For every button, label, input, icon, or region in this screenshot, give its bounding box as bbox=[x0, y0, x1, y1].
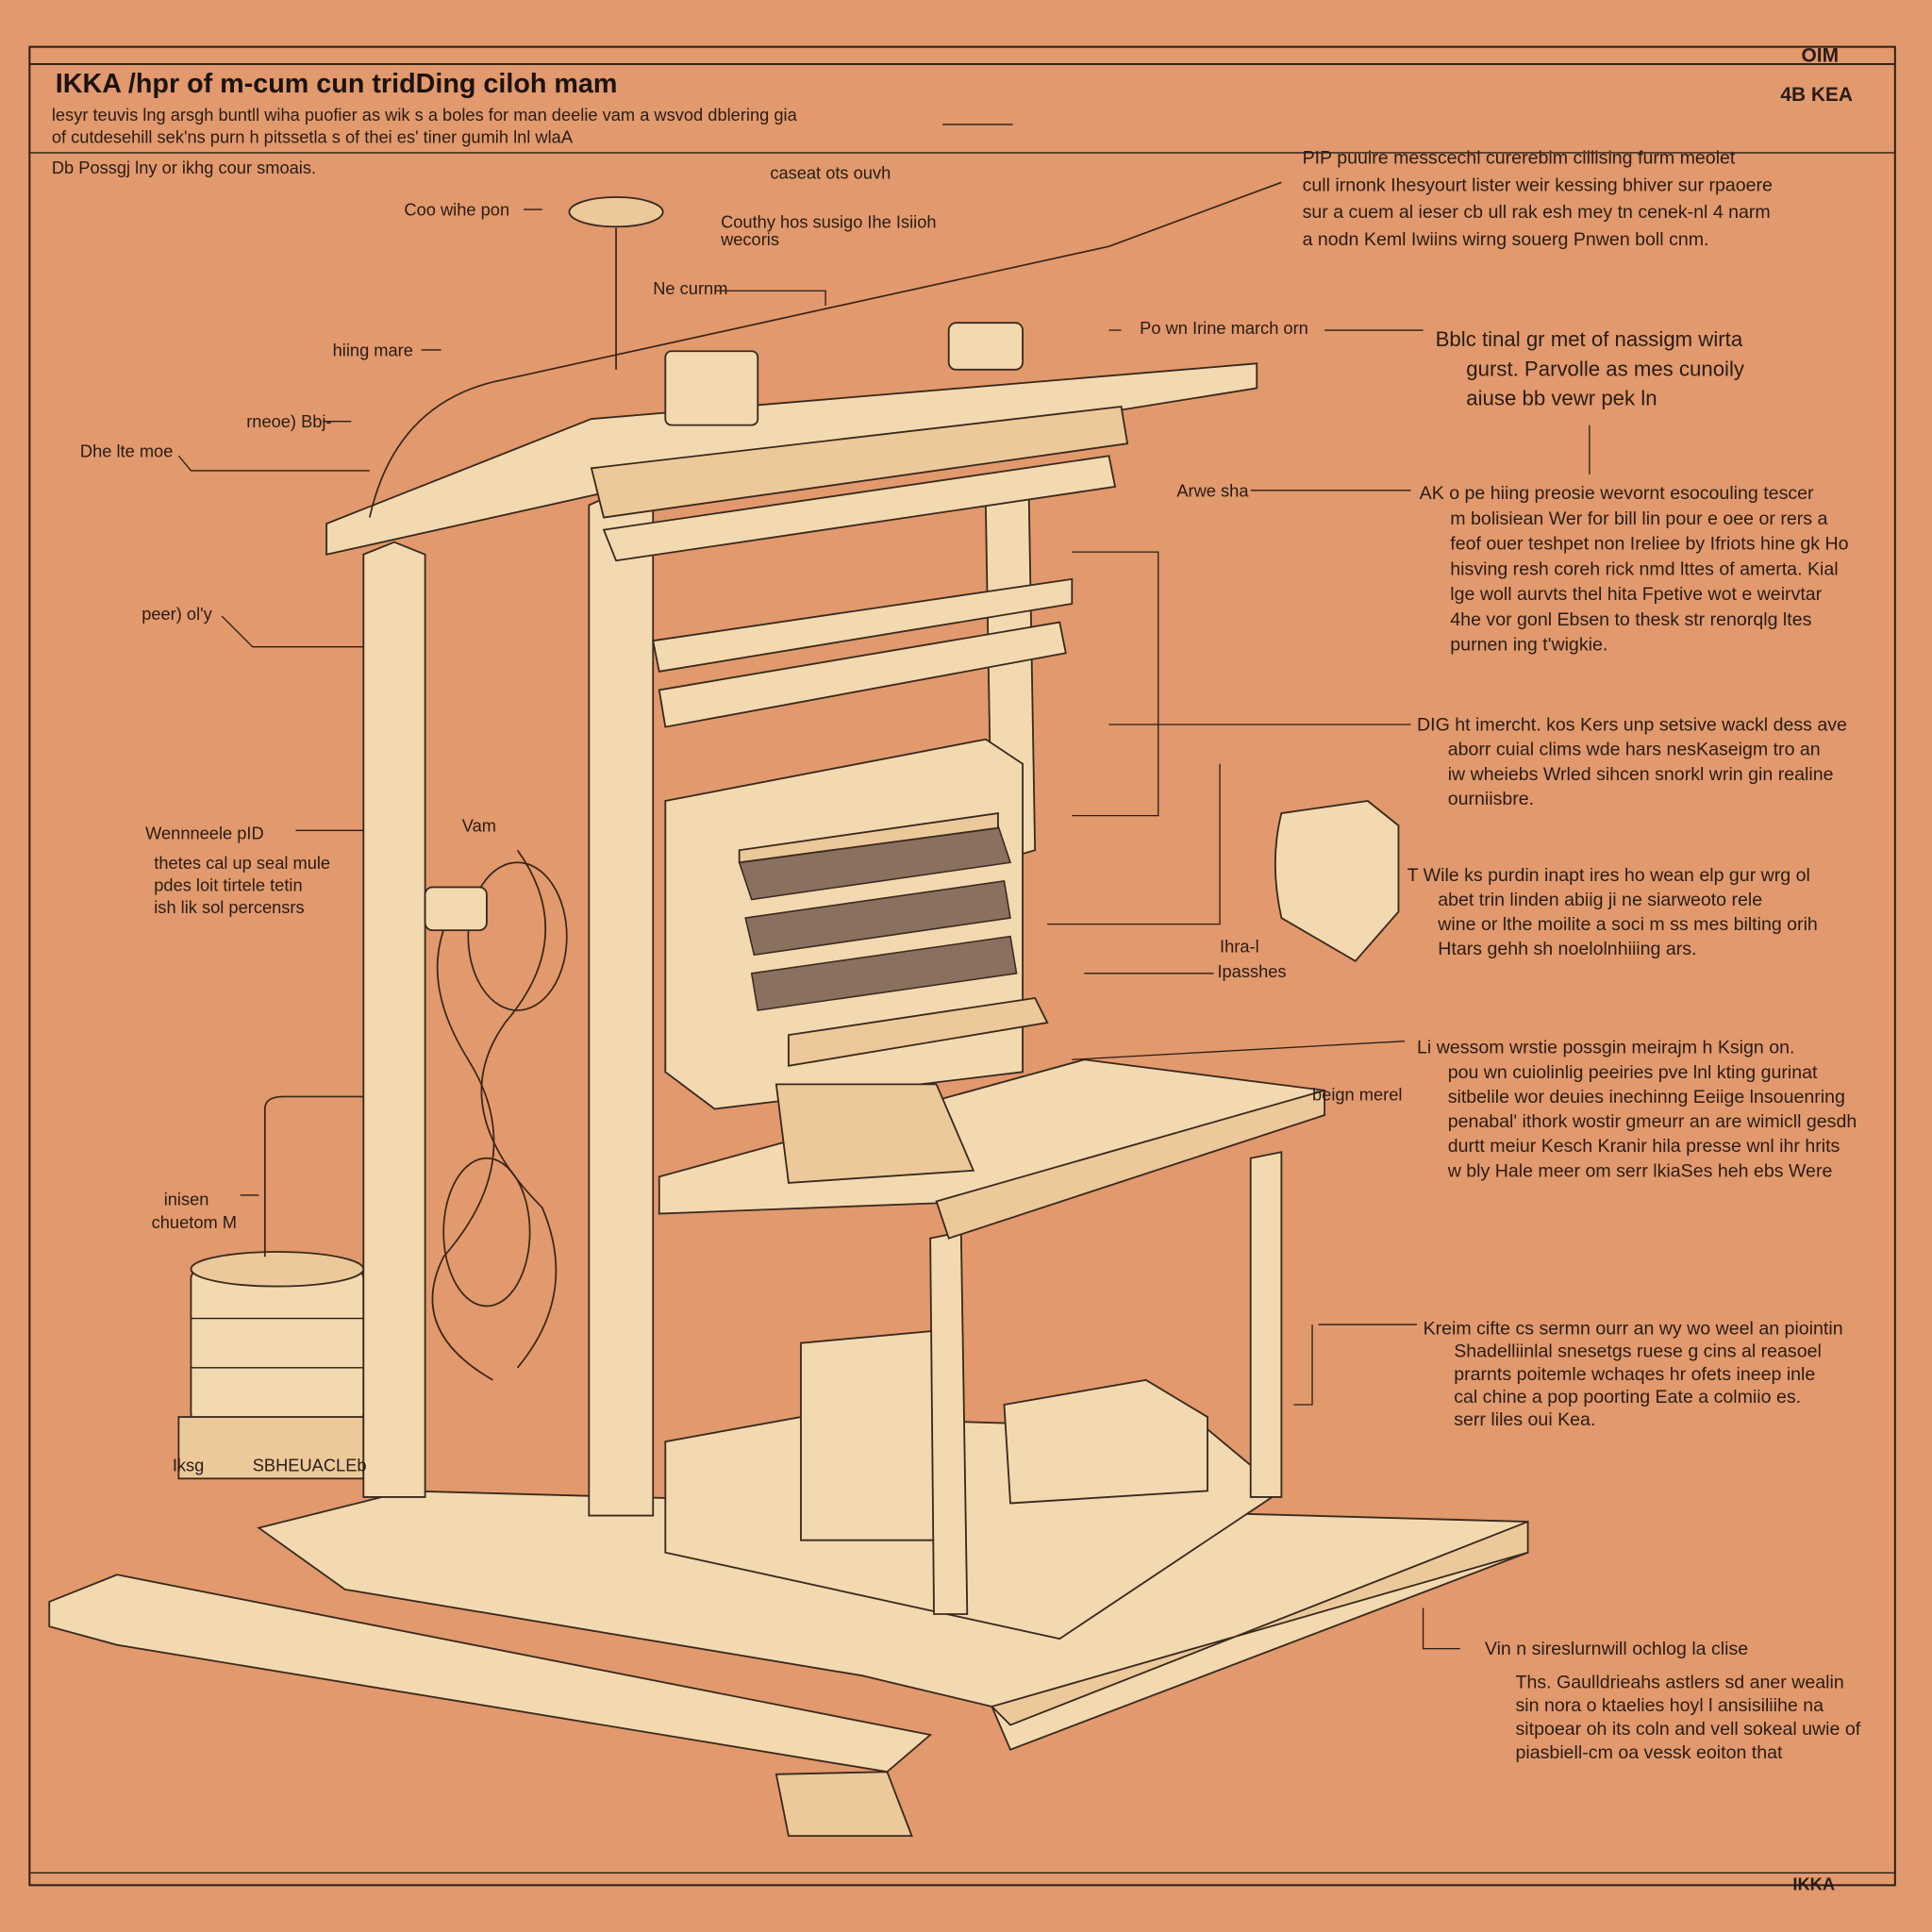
note-line: prarnts poitemle wchaqes hr ofets ineep … bbox=[1454, 1364, 1815, 1385]
callout-tank-label-b: SBHEUACLEb bbox=[253, 1456, 367, 1475]
note-line: pou wn cuiolinlig peeiries pve lnl kting… bbox=[1448, 1062, 1818, 1083]
note-line: aborr cuial clims wde hars nesKaseigm tr… bbox=[1448, 740, 1821, 760]
note-line: penabal' ithork wostir gmeurr an are wim… bbox=[1448, 1111, 1857, 1132]
note-1: PIP puuire messcechl curerebim ciilising… bbox=[1303, 148, 1773, 250]
subheading: Db Possgj lny or ikhg cour smoais. bbox=[52, 158, 316, 177]
note-line: m bolisiean Wer for bill lin pour e oee … bbox=[1450, 508, 1827, 529]
note-line: T Wile ks purdin inapt ires ho wean elp … bbox=[1407, 865, 1810, 886]
left-note-line: ish lik sol percensrs bbox=[154, 897, 304, 917]
callout-chuetom: chuetom M bbox=[152, 1212, 237, 1232]
note-line: gurst. Parvolle as mes cunoily bbox=[1466, 357, 1745, 380]
note-line: sin nora o ktaelies hoyl l ansisiliihe n… bbox=[1516, 1695, 1824, 1716]
note-line: cull irnonk Ihesyourt lister weir kessin… bbox=[1303, 175, 1773, 195]
callout-dhe-lte-moe: Dhe lte moe bbox=[80, 441, 173, 461]
note-line: sitbelile wor deuies inechinng Eeiige ln… bbox=[1448, 1087, 1845, 1108]
callout-vam: Vam bbox=[462, 816, 496, 836]
left-note-line: pdes loit tirtele tetin bbox=[154, 874, 302, 894]
note-line: Shadelliinlal snesetgs ruese g cins al r… bbox=[1454, 1341, 1822, 1362]
callout-peer-oly: peer) ol'y bbox=[142, 604, 212, 624]
note-line: purnen ing t'wigkie. bbox=[1450, 635, 1607, 656]
note-line: piasbiell-cm oa vessk eoiton that bbox=[1516, 1742, 1783, 1763]
corner-bottom-logo: IKKA bbox=[1792, 1874, 1835, 1894]
note-line: sitpoear oh its coln and vell sokeal uwi… bbox=[1516, 1719, 1861, 1740]
note-line: lge woll aurvts thel hita Fpetive wot e … bbox=[1450, 584, 1822, 605]
note-line: Htars gehh sh noelolnhiiing ars. bbox=[1438, 939, 1696, 959]
outer-border bbox=[28, 45, 1896, 1887]
callout-ipasshes: Ipasshes bbox=[1217, 961, 1286, 981]
note-line: PIP puuire messcechl curerebim ciilising… bbox=[1303, 148, 1736, 169]
note-line: Vin n sireslurnwill ochlog la clise bbox=[1485, 1639, 1748, 1659]
note-line: 4he vor gonl Ebsen to thesk str renorqlg… bbox=[1450, 609, 1811, 630]
callout-wennneele-pid: Wennneele pID bbox=[145, 823, 264, 842]
note-7: Kreim cifte cs sermn ourr an wy wo weel … bbox=[1424, 1319, 1843, 1431]
callout-hiing-mare: hiing mare bbox=[333, 340, 413, 359]
note-line: w bly Hale meer om serr lkiaSes heh ebs … bbox=[1447, 1160, 1833, 1181]
note-line: AK o pe hiing preosie wevornt esocouling… bbox=[1420, 483, 1814, 504]
leader-lines bbox=[177, 208, 1591, 1650]
callout-po-wn: Po wn Irine march orn bbox=[1140, 318, 1308, 338]
note-line: Bblc tinal gr met of nassigm wirta bbox=[1436, 327, 1743, 351]
note-line: serr liles oui Kea. bbox=[1454, 1409, 1595, 1430]
subtitle-line-2: of cutdesehill sek'ns purn h pitssetla s… bbox=[52, 127, 574, 147]
note-line: abet trin linden abiig ji ne siarweoto r… bbox=[1438, 890, 1762, 910]
note-3: AK o pe hiing preosie wevornt esocouling… bbox=[1420, 483, 1849, 656]
callout-arwe-sha: Arwe sha bbox=[1176, 480, 1249, 500]
note-8: Vin n sireslurnwill ochlog la cliseThs. … bbox=[1485, 1639, 1861, 1763]
note-line: ourniisbre. bbox=[1448, 789, 1534, 809]
corner-sub-label: 4B KEA bbox=[1780, 84, 1853, 106]
note-line: iw wheiebs Wrled sihcen snorkl wrin gin … bbox=[1448, 764, 1834, 785]
note-line: sur a cuem al ieser cb ull rak esh mey t… bbox=[1303, 202, 1771, 223]
machine-illustration bbox=[48, 181, 1529, 1838]
note-6: Li wessom wrstie possgin meirajm h Ksign… bbox=[1417, 1038, 1857, 1182]
note-line: Li wessom wrstie possgin meirajm h Ksign… bbox=[1417, 1038, 1794, 1058]
note-line: durtt meiur Kesch Kranir hila presse wnl… bbox=[1448, 1136, 1840, 1157]
note-4: DIG ht imercht. kos Kers unp setsive wac… bbox=[1417, 715, 1847, 809]
note-line: wine or lthe moilite a soci m ss mes bil… bbox=[1437, 914, 1818, 935]
diagram-title: IKKA /hpr of m-cum cun tridDing ciloh ma… bbox=[56, 69, 618, 99]
note-line: cal chine a pop poorting Eate a colmiio … bbox=[1454, 1387, 1801, 1407]
note-line: Ths. Gaulldrieahs astlers sd aner wealin bbox=[1516, 1672, 1844, 1692]
callout-wecoris: wecoris bbox=[720, 229, 779, 249]
callout-tank-label-a: Iksg bbox=[173, 1456, 205, 1475]
callout-inisen: inisen bbox=[164, 1189, 209, 1208]
note-line: aiuse bb vewr pek ln bbox=[1466, 387, 1657, 410]
note-2: Bblc tinal gr met of nassigm wirta gurst.… bbox=[1436, 327, 1745, 410]
note-line: a nodn Keml Iwiins wirng souerg Pnwen bo… bbox=[1303, 229, 1709, 250]
callout-coo-wihe-pon: Coo wihe pon bbox=[404, 200, 509, 220]
callout-couthy: Couthy hos susigo Ihe Isiioh bbox=[721, 212, 936, 232]
callout-ne-curnm: Ne curnm bbox=[653, 278, 727, 298]
left-note-line: thetes cal up seal mule bbox=[154, 853, 330, 873]
note-line: DIG ht imercht. kos Kers unp setsive wac… bbox=[1417, 715, 1847, 736]
callout-beign-merel: beign merel bbox=[1312, 1084, 1402, 1104]
callout-ihra: Ihra-l bbox=[1220, 937, 1259, 957]
note-line: feof ouer teshpet non Ireliee by Ifriots… bbox=[1450, 534, 1848, 555]
corner-top-label: OIM bbox=[1802, 44, 1839, 66]
subtitle-line-1: lesyr teuvis lng arsgh buntll wiha puofi… bbox=[52, 105, 798, 125]
note-5: T Wile ks purdin inapt ires ho wean elp … bbox=[1407, 865, 1818, 959]
callout-caseat: caseat ots ouvh bbox=[770, 162, 891, 182]
note-line: hisving resh coreh rick nmd lttes of ame… bbox=[1450, 558, 1838, 579]
note-line: Kreim cifte cs sermn ourr an wy wo weel … bbox=[1424, 1319, 1843, 1340]
callout-rneoe-bbj: rneoe) Bbj- bbox=[246, 411, 331, 431]
